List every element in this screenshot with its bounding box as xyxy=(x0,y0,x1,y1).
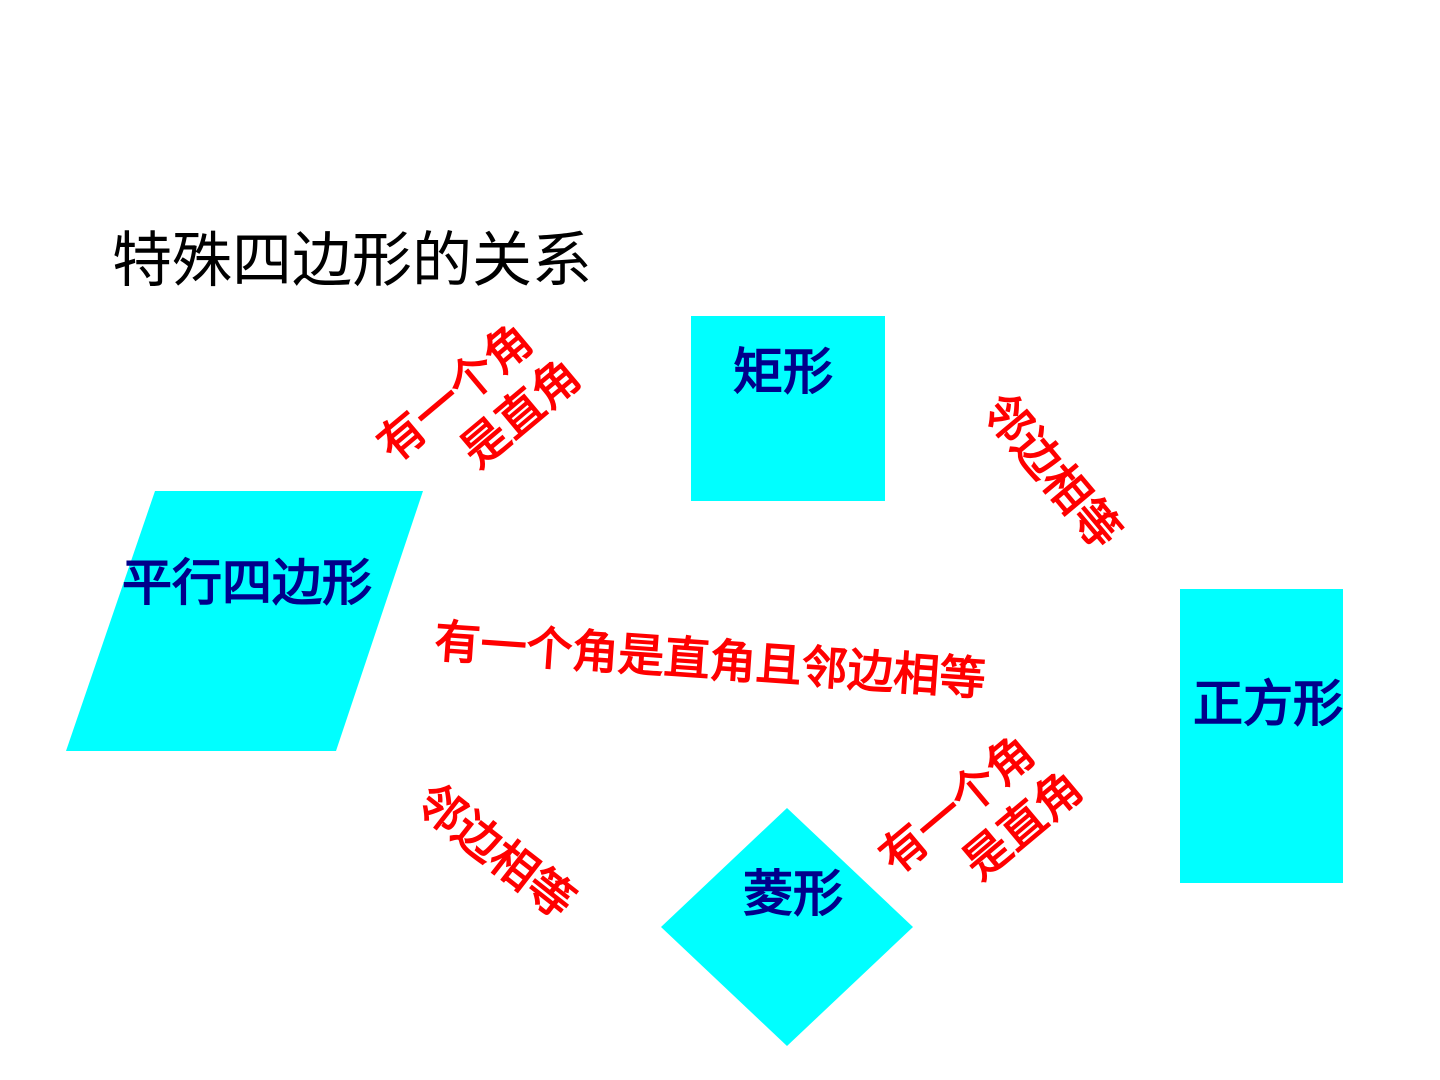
square-label: 正方形 xyxy=(1193,675,1343,733)
rhombus-label: 菱形 xyxy=(743,865,843,923)
parallelogram-label: 平行四边形 xyxy=(122,554,372,612)
rectangle-label: 矩形 xyxy=(733,343,833,401)
square-shape xyxy=(1180,589,1343,883)
rectangle-shape xyxy=(691,316,885,501)
rhombus-shape xyxy=(661,808,913,1046)
slide-title: 特殊四边形的关系 xyxy=(112,226,592,296)
parallelogram-shape xyxy=(66,491,423,751)
